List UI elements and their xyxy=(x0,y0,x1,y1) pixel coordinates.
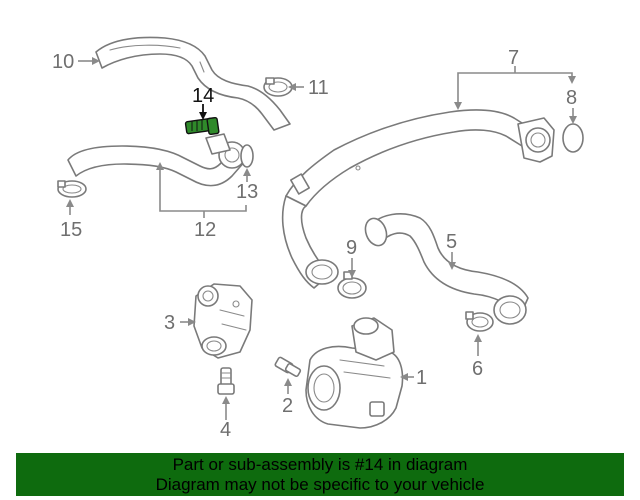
part-11-clamp xyxy=(263,77,293,97)
part-6-clamp xyxy=(465,311,494,332)
notice-banner: Part or sub-assembly is #14 in diagram D… xyxy=(16,453,624,496)
callout-4: 4 xyxy=(220,419,231,441)
callout-10: 10 xyxy=(52,51,74,73)
part-4-bolt xyxy=(217,367,235,395)
part-8-ring xyxy=(562,123,584,153)
callout-14: 14 xyxy=(192,85,214,107)
callout-1: 1 xyxy=(416,367,427,389)
callout-12: 12 xyxy=(194,219,216,241)
callout-leaders xyxy=(66,57,577,420)
callout-6: 6 xyxy=(472,358,483,380)
callout-11: 11 xyxy=(308,77,329,99)
banner-line-1: Part or sub-assembly is #14 in diagram xyxy=(172,454,468,474)
part-5-hose xyxy=(364,213,529,325)
callout-2: 2 xyxy=(282,395,293,417)
callout-13: 13 xyxy=(236,181,258,203)
part-1-water-pump xyxy=(305,317,404,429)
part-14-bolt xyxy=(184,116,220,136)
banner-line-2: Diagram may not be specific to your vehi… xyxy=(155,474,485,494)
callout-8: 8 xyxy=(566,87,577,109)
callout-3: 3 xyxy=(164,312,175,334)
part-12-hose xyxy=(67,133,247,187)
callout-9: 9 xyxy=(346,237,357,259)
part-3-thermostat xyxy=(193,283,253,359)
callout-5: 5 xyxy=(446,231,457,253)
callout-15: 15 xyxy=(60,219,82,241)
part-7-hose xyxy=(281,109,555,289)
part-15-clamp xyxy=(57,180,87,198)
part-2-bolt xyxy=(274,356,302,378)
callout-7: 7 xyxy=(508,47,519,69)
part-10-hose xyxy=(95,36,291,131)
part-13-ring xyxy=(240,144,254,168)
